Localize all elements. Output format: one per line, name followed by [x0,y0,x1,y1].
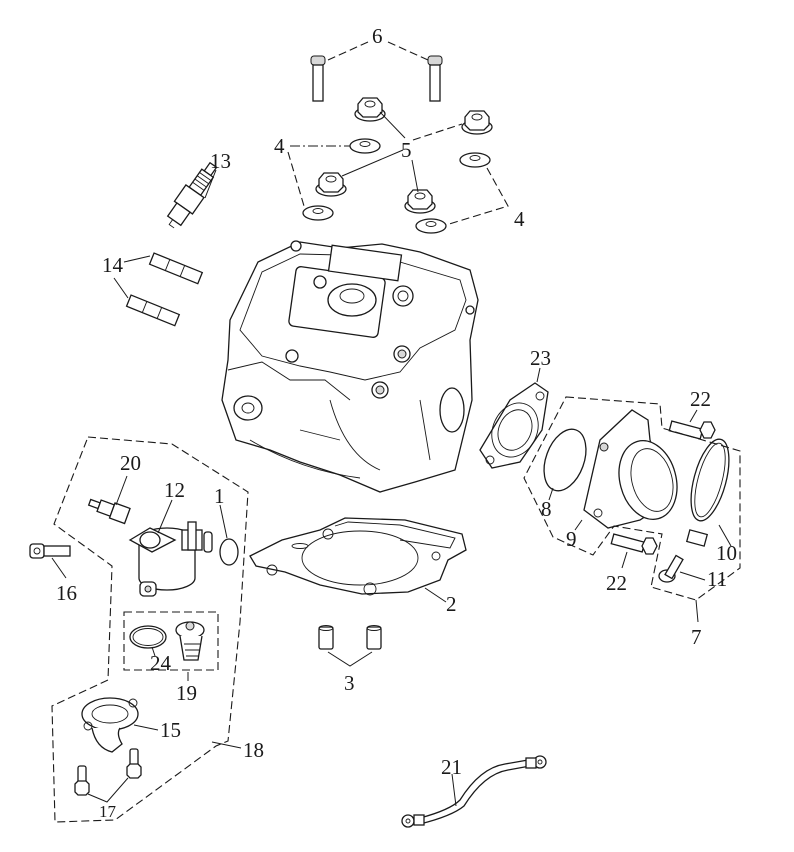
callout-1: 1 [214,484,225,508]
callout-23: 23 [530,346,551,370]
callout-19: 19 [176,681,197,705]
dowel-pin [125,294,181,327]
callout-18: 18 [243,738,264,762]
leader-1 [219,504,228,539]
callout-16: 16 [56,581,77,605]
washer [349,138,381,154]
thermostat-assembly-boundary [51,436,249,823]
leader-22 [621,551,628,569]
leader-7 [695,599,699,623]
spark-plug [166,161,218,229]
socket-head-bolt-right [427,55,443,102]
leader-5 [411,159,419,193]
bolt [74,765,90,796]
flange-nut [315,172,347,197]
insulator-gasket [479,382,549,469]
thermostat [175,621,205,661]
thermostat-cover [81,697,139,753]
o-ring [219,538,239,566]
callout-4: 4 [274,134,285,158]
callout-10: 10 [716,541,737,565]
bolt [126,748,142,779]
leader-6-left [327,41,369,61]
cylinder-head-gasket [249,517,467,596]
leader-8 [548,487,554,501]
callout-15: 15 [160,718,181,742]
hose-clamp [685,438,730,547]
callout-8: 8 [541,497,552,521]
leader-2 [424,587,447,603]
leader-24 [151,646,156,657]
leader-15 [133,724,159,731]
callout-3: 3 [344,671,355,695]
leader-4 [287,151,305,207]
washer [302,205,334,221]
callout-17: 17 [99,802,117,821]
callout-14: 14 [102,253,124,277]
flange-nut [461,110,493,135]
callout-7: 7 [691,625,702,649]
leader-6-right [387,41,429,61]
callout-6: 6 [372,24,383,48]
bolt [29,543,71,559]
callout-11: 11 [707,567,727,591]
dowel-pin [148,252,204,285]
leader-3 [327,651,373,667]
callout-24: 24 [150,651,172,675]
dowel-pin [366,625,382,650]
leader-5 [412,123,463,141]
leader-21 [451,773,457,807]
washer [459,152,491,168]
intake-assembly-boundary [523,396,741,601]
leader-14 [123,255,151,263]
ground-cable [401,755,547,828]
socket-head-bolt-left [310,55,326,102]
leader-23 [536,367,541,383]
dowel-pin [318,625,334,650]
leader-18 [211,741,242,749]
washer [415,218,447,234]
leader-14 [113,277,129,299]
thermostat-housing [128,521,213,597]
leader-9 [574,519,583,531]
leader-10 [718,524,732,547]
intake-manifold [583,409,678,529]
thermostat-seal [129,625,167,649]
leader-5 [341,149,404,177]
leader-13 [204,169,217,199]
flange-nut [354,97,386,122]
callout-2: 2 [446,592,457,616]
callout-9: 9 [566,527,577,551]
leader-20 [115,475,128,506]
leader-12 [157,499,173,534]
leader-4 [445,167,509,226]
callout-22: 22 [690,387,711,411]
callout-22: 22 [606,571,627,595]
cylinder-head [221,240,479,493]
callout-5: 5 [401,138,412,162]
leader-16 [51,557,67,579]
callout-20: 20 [120,451,141,475]
callout-21: 21 [441,755,462,779]
flange-nut [404,189,436,214]
leader-22 [689,409,698,423]
callout-4: 4 [514,207,525,231]
thermostat-kit-boundary [123,611,219,671]
flange-bolt [668,420,716,440]
o-ring [543,428,587,492]
callout-13: 13 [210,149,231,173]
leader-5 [379,111,406,139]
flange-bolt [610,533,658,555]
leader-17 [87,777,129,803]
leader-11 [679,571,706,581]
temperature-sensor [87,498,131,525]
callout-12: 12 [164,478,185,502]
clamp-screw [658,554,684,583]
